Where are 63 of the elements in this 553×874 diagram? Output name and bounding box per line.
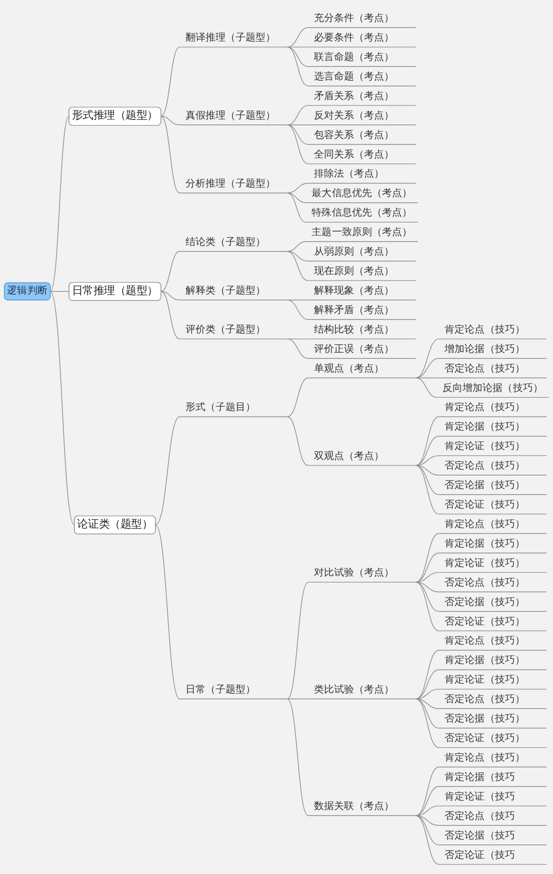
connector-line bbox=[415, 698, 440, 748]
connector-line bbox=[286, 192, 306, 222]
connector-line bbox=[286, 338, 308, 358]
connector-line bbox=[286, 698, 308, 816]
connector-line bbox=[415, 464, 440, 476]
connector-line bbox=[286, 104, 308, 125]
connector-line bbox=[160, 250, 180, 292]
connector-line bbox=[415, 358, 440, 378]
connector-line bbox=[155, 524, 180, 699]
connector-line bbox=[286, 338, 308, 339]
connector-line bbox=[415, 698, 440, 709]
connector-line bbox=[415, 582, 440, 592]
connector-line bbox=[415, 552, 440, 582]
connector-line bbox=[286, 124, 308, 125]
branch-topic-box: 日常推理（题型） bbox=[68, 282, 162, 300]
connector-line bbox=[286, 124, 308, 144]
connector-line bbox=[50, 290, 70, 292]
connector-line bbox=[160, 290, 180, 339]
connector-line bbox=[286, 250, 308, 262]
connector-line bbox=[415, 377, 438, 398]
connector-line bbox=[286, 182, 308, 194]
connector-line bbox=[415, 416, 440, 466]
connector-line bbox=[415, 572, 440, 582]
connector-line bbox=[415, 582, 440, 631]
connector-line bbox=[286, 26, 308, 48]
connector-line bbox=[286, 46, 308, 67]
connector-line bbox=[50, 116, 70, 292]
connector-line bbox=[415, 669, 440, 699]
branch-topic-box: 论证类（题型） bbox=[74, 515, 156, 534]
central-topic-box: 逻辑判断 bbox=[4, 282, 51, 300]
connector-line bbox=[160, 46, 180, 116]
connector-line bbox=[286, 377, 308, 417]
connector-line bbox=[286, 416, 308, 466]
connector-line bbox=[155, 416, 180, 525]
connector-line bbox=[415, 464, 440, 514]
connector-line bbox=[286, 299, 308, 320]
connector-line bbox=[415, 650, 440, 699]
connector-line bbox=[160, 290, 180, 300]
connector-line bbox=[415, 815, 440, 826]
connector-line bbox=[415, 464, 440, 495]
connector-line bbox=[415, 582, 440, 612]
connector-line bbox=[286, 250, 308, 281]
connector-line bbox=[286, 124, 308, 164]
branch-topic-box: 形式推理（题型） bbox=[68, 106, 162, 126]
connector-line bbox=[286, 192, 306, 203]
connector-line bbox=[286, 46, 308, 48]
connector-line bbox=[286, 582, 308, 699]
connector-line bbox=[160, 116, 180, 194]
connector-line bbox=[415, 532, 440, 582]
connector-line bbox=[415, 766, 440, 816]
connector-line bbox=[286, 46, 308, 86]
connector-line bbox=[415, 436, 440, 466]
connector-line bbox=[415, 815, 440, 864]
connector-line bbox=[415, 698, 440, 728]
connector-line bbox=[286, 299, 308, 300]
connector-line bbox=[160, 116, 180, 125]
connector-line bbox=[415, 786, 440, 816]
connector-line bbox=[286, 698, 308, 699]
connector-line bbox=[286, 240, 306, 252]
connector-line bbox=[415, 338, 440, 378]
connector-line bbox=[415, 377, 440, 378]
connector-line bbox=[415, 815, 440, 845]
connector-line bbox=[50, 290, 75, 525]
